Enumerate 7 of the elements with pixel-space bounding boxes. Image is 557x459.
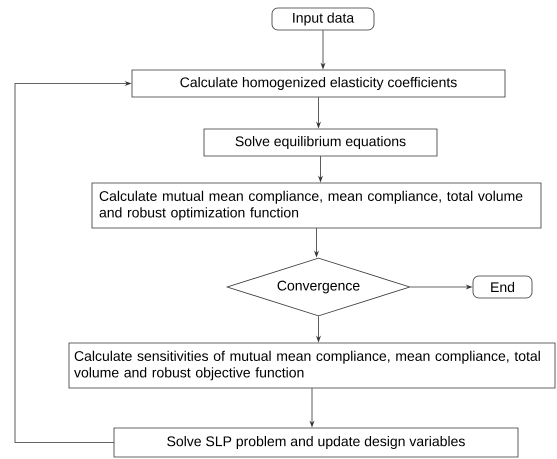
process-box: Solve equilibrium equations xyxy=(204,128,438,156)
terminal-box: End xyxy=(472,276,532,298)
terminal-box: Input data xyxy=(272,8,374,30)
process-box: Solve SLP problem and update design variables xyxy=(114,428,518,458)
process-box: Calculate homogenized elasticity coefficients xyxy=(132,70,506,98)
process-box: Calculate mutual mean compliance, mean compliance, total volume and robust optimization function xyxy=(92,182,542,228)
process-box: Calculate sensitivities of mutual mean compliance, mean compliance, total volume and robust objective function xyxy=(68,342,556,388)
